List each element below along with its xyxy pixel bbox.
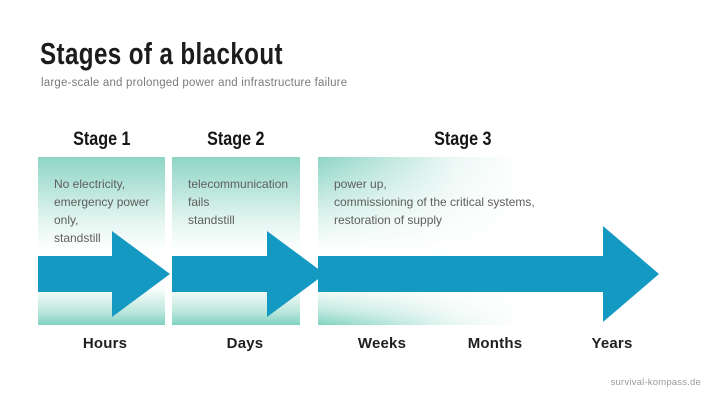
timeline-label-hours: Hours	[82, 335, 128, 352]
page-subtitle: large-scale and prolonged power and infr…	[41, 77, 348, 89]
stage-3-arrow	[318, 256, 603, 292]
stage-1-line: No electricity,	[54, 177, 126, 191]
timeline-label-months: Months	[467, 335, 523, 352]
timeline-label-years: Years	[591, 335, 633, 352]
stage-3-description: power up, commissioning of the critical …	[334, 175, 625, 229]
stage-1-line: standstill	[54, 231, 101, 245]
stage-2-arrow	[172, 256, 267, 292]
source-credit: survival-kompass.de	[610, 377, 701, 388]
stage-3-box: power up, commissioning of the critical …	[318, 157, 565, 325]
stage-1-line: only,	[54, 213, 79, 227]
stage-1-line: emergency power	[54, 195, 150, 209]
stage-1-arrow	[38, 256, 112, 292]
stage-1-heading-text: Stage 1	[72, 129, 131, 150]
stage-2-line: standstill	[188, 213, 235, 227]
page-title: Stages of a blackout	[40, 36, 283, 71]
stage-2-line: telecommunication	[188, 177, 289, 191]
stage-2-arrow-head-icon	[267, 231, 325, 317]
stage-3-arrow-head-icon	[603, 226, 659, 322]
stage-1-heading: Stage 1	[38, 129, 165, 151]
stage-2-line: fails	[188, 195, 210, 209]
stage-2-heading-text: Stage 2	[207, 129, 265, 150]
stage-3-line: commissioning of the critical systems,	[334, 195, 535, 209]
stage-2-description: telecommunication fails standstill	[188, 175, 294, 229]
stage-1-description: No electricity, emergency power only, st…	[54, 175, 159, 247]
stage-3-heading-text: Stage 3	[434, 129, 492, 150]
stage-3-line: power up,	[334, 177, 387, 191]
stage-2-heading: Stage 2	[172, 129, 300, 151]
timeline-label-days: Days	[226, 335, 264, 352]
stage-3-heading: Stage 3	[318, 129, 608, 151]
stage-3-line: restoration of supply	[334, 213, 443, 227]
stage-1-arrow-head-icon	[112, 231, 170, 317]
timeline-label-weeks: Weeks	[357, 335, 407, 352]
